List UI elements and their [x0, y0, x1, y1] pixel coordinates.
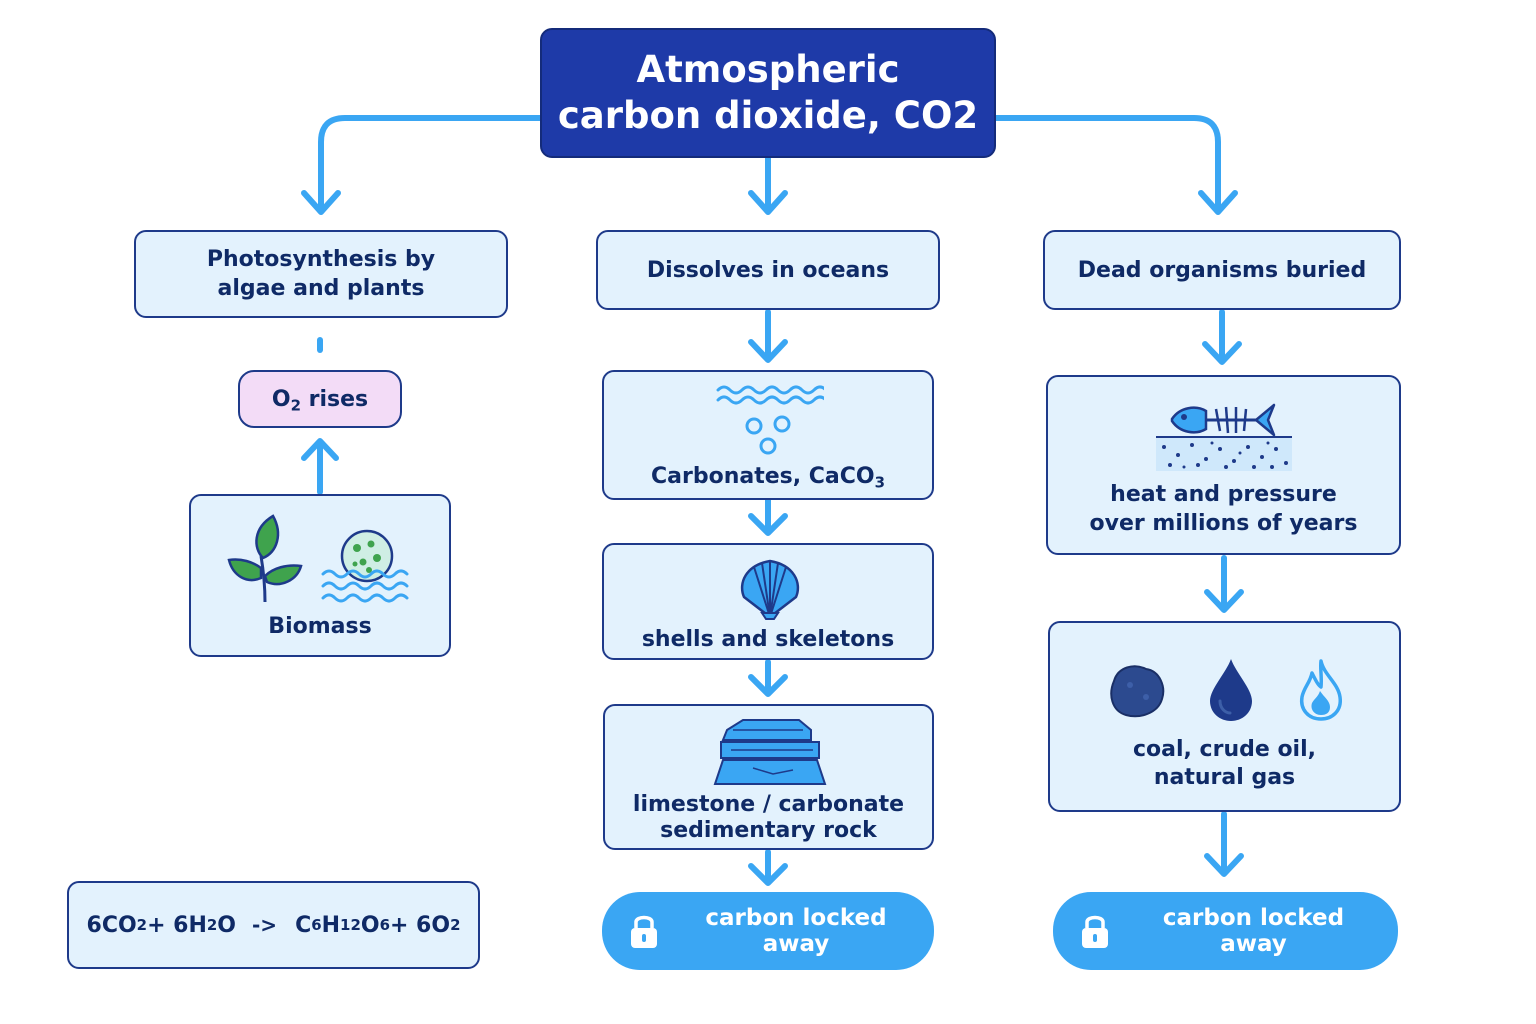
arrow-top-to-photosynthesis [318, 115, 543, 211]
oil-drop-icon [1210, 659, 1252, 721]
buried-label: Dead organisms buried [1077, 257, 1367, 283]
limestone-line2: sedimentary rock [660, 818, 877, 843]
atmospheric-co2-box: Atmospheric carbon dioxide, CO2 [540, 28, 996, 158]
limestone-rock-icon [713, 719, 827, 785]
middle-carbon-locked-label: carbon locked away [705, 905, 887, 957]
atmospheric-co2-line2: carbon dioxide, CO2 [557, 94, 979, 137]
right-carbon-locked-label: carbon locked away [1162, 905, 1345, 957]
shells-label: shells and skeletons [641, 627, 895, 652]
water-waves-icon [321, 569, 409, 603]
lock-icon [631, 915, 657, 948]
middle-carbon-locked-pill: carbon locked away [602, 892, 934, 970]
carbonates-label: Carbonates, CaCO3 [650, 464, 885, 492]
coal-icon [1110, 665, 1165, 718]
flame-icon [1299, 659, 1342, 721]
biomass-label: Biomass [268, 614, 372, 639]
buried-box: Dead organisms buried [1043, 230, 1401, 310]
algae-cell-icon [340, 529, 394, 583]
fish-skeleton-icon [1170, 403, 1276, 437]
shell-icon [740, 559, 800, 620]
bubbles-icon [716, 385, 824, 455]
o2-rises-box: O2 rises [238, 370, 402, 428]
biomass-box: Biomass [189, 494, 451, 657]
leaf-plant-icon [227, 514, 303, 603]
carbonates-box: Carbonates, CaCO3 [602, 370, 934, 500]
fossil-fuels-line1: coal, crude oil, [1133, 737, 1316, 762]
dissolves-label: Dissolves in oceans [646, 257, 890, 283]
photosynthesis-box: Photosynthesis by algae and plants [134, 230, 508, 318]
photosynthesis-line1: Photosynthesis by [206, 247, 436, 272]
dissolves-box: Dissolves in oceans [596, 230, 940, 310]
limestone-box: limestone / carbonate sedimentary rock [603, 704, 934, 850]
arrow-top-to-buried [993, 115, 1221, 211]
heat-pressure-box: heat and pressure over millions of years [1046, 375, 1401, 555]
sediment-icon [1156, 436, 1292, 471]
shells-box: shells and skeletons [602, 543, 934, 660]
heat-pressure-line2: over millions of years [1089, 511, 1358, 536]
fossil-fuels-line2: natural gas [1153, 765, 1296, 790]
fossil-fuels-box: coal, crude oil, natural gas [1048, 621, 1401, 812]
lock-icon [1082, 915, 1108, 948]
limestone-line1: limestone / carbonate [632, 792, 905, 817]
o2-rises-label: O2 rises [271, 386, 369, 414]
atmospheric-co2-line1: Atmospheric [636, 48, 900, 91]
heat-pressure-line1: heat and pressure [1110, 482, 1337, 507]
right-carbon-locked-pill: carbon locked away [1053, 892, 1398, 970]
photosynthesis-line2: algae and plants [217, 276, 425, 301]
